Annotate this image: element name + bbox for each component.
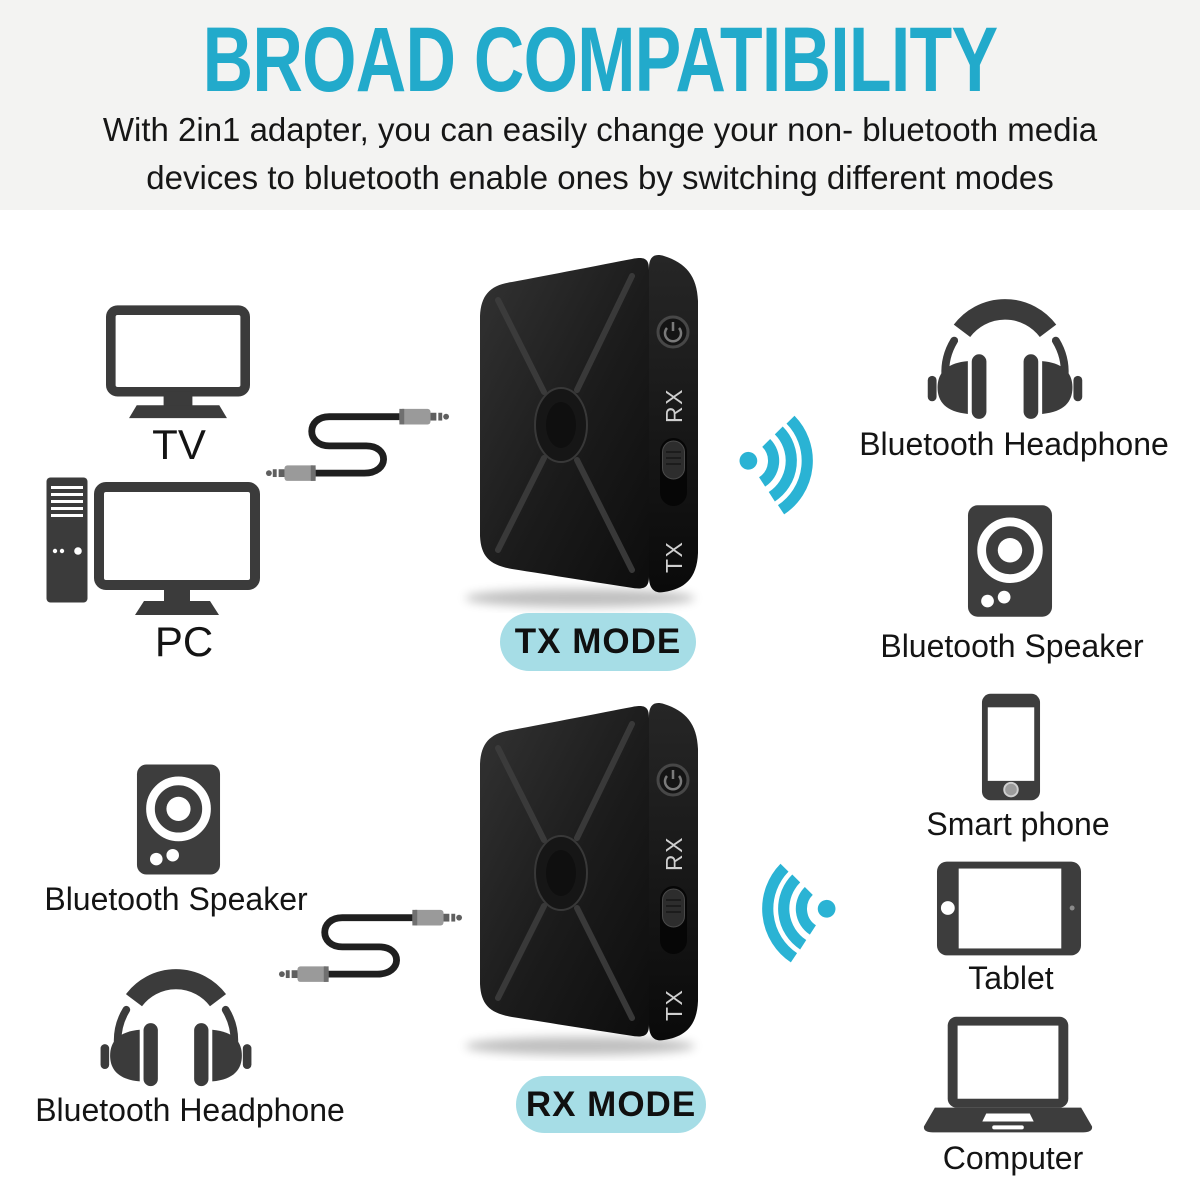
- plug-right: [412, 909, 463, 926]
- subtitle-line-1: With 2in1 adapter, you can easily change…: [102, 111, 1098, 148]
- aux-cable-icon: [265, 398, 450, 484]
- adapter-tx-side-label: TX: [661, 541, 687, 573]
- tablet-label: Tablet: [968, 960, 1054, 996]
- mode-switch: [660, 886, 687, 954]
- page-subtitle: With 2in1 adapter, you can easily change…: [0, 106, 1200, 202]
- headphone-icon-rx: [90, 941, 262, 1089]
- rx-mode-label: RX MODE: [525, 1084, 697, 1124]
- tablet-icon: [936, 860, 1082, 957]
- header-band: BROAD COMPATIBILITY With 2in1 adapter, y…: [0, 0, 1200, 210]
- laptop-icon: [923, 1015, 1093, 1137]
- tx-mode-badge: TX MODE: [500, 613, 696, 671]
- bluetooth-headphone-label-rx: Bluetooth Headphone: [35, 1092, 345, 1128]
- power-button: [656, 315, 690, 349]
- computer-label: Computer: [942, 1140, 1084, 1176]
- adapter-tx-side-label: TX: [661, 989, 687, 1021]
- adapter-rx-side-label: RX: [661, 836, 687, 871]
- wifi-signal-right-icon: [732, 410, 826, 518]
- smartphone-icon: [981, 691, 1041, 803]
- tv-icon: [106, 305, 250, 419]
- wifi-signal-left-icon: [749, 858, 843, 966]
- page-title: BROAD COMPATIBILITY: [202, 9, 999, 111]
- headphone-icon: [917, 270, 1093, 422]
- bluetooth-headphone-label-tx: Bluetooth Headphone: [859, 426, 1169, 462]
- tv-label: TV: [152, 421, 206, 468]
- bluetooth-speaker-label-tx: Bluetooth Speaker: [880, 628, 1144, 664]
- plug-left: [278, 966, 329, 982]
- speaker-icon-rx: [136, 763, 221, 876]
- pc-label: PC: [154, 618, 214, 665]
- speaker-icon-tx: [967, 504, 1053, 618]
- subtitle-line-2: devices to bluetooth enable ones by swit…: [146, 159, 1054, 196]
- smart-phone-label: Smart phone: [926, 806, 1110, 842]
- tx-mode-label: TX MODE: [514, 622, 682, 661]
- pc-monitor-icon: [94, 482, 260, 618]
- power-button: [656, 763, 690, 797]
- mode-switch: [660, 438, 687, 506]
- bluetooth-speaker-label-rx: Bluetooth Speaker: [44, 881, 308, 917]
- pc-tower-icon: [46, 477, 88, 603]
- bluetooth-adapter-tx: RX TX: [450, 238, 712, 613]
- plug-right: [399, 408, 450, 425]
- plug-left: [265, 465, 316, 481]
- rx-mode-badge: RX MODE: [516, 1076, 706, 1133]
- adapter-rx-side-label: RX: [661, 388, 687, 423]
- bluetooth-adapter-rx: RX TX: [450, 686, 712, 1061]
- aux-cable-icon-rx: [278, 899, 463, 985]
